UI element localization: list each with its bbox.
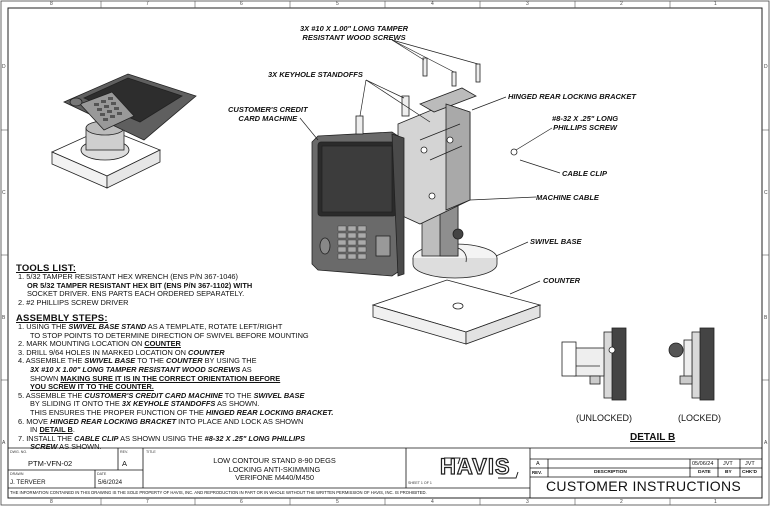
step-1-cont: TO STOP POINTS TO DETERMINE DIRECTION OF… <box>30 330 309 340</box>
zone-row: C <box>2 190 6 196</box>
dwg-no-label: DWG. NO. <box>10 450 28 454</box>
detail-unlocked-label: (UNLOCKED) <box>576 413 633 423</box>
step-4-cont3: YOU SCREW IT TO THE COUNTER. <box>30 382 154 392</box>
detail-b-locked <box>668 327 715 401</box>
step-4: 4. ASSEMBLE THE SWIVEL BASE TO THE COUNT… <box>18 356 257 366</box>
callout-card-machine: CUSTOMER'S CREDIT CARD MACHINE <box>228 105 308 123</box>
callout-phillips-screw: #8-32 X .25" LONG PHILLIPS SCREW <box>552 114 619 132</box>
zone-row: A <box>764 440 768 446</box>
step-6: 6. MOVE HINGED REAR LOCKING BRACKET INTO… <box>18 416 304 426</box>
assembly-heading: ASSEMBLY STEPS: <box>16 313 108 324</box>
tools-list: 1. 5/32 TAMPER RESISTANT HEX WRENCH (ENS… <box>18 272 253 307</box>
drawn-label: DRAWN <box>10 472 24 476</box>
leader-lines <box>299 39 561 295</box>
zone-row: B <box>764 315 768 321</box>
detail-locked-label: (LOCKED) <box>678 413 722 423</box>
rev-value: A <box>122 459 128 468</box>
rev-table-chkd: JVT <box>745 461 755 467</box>
date-label: DATE <box>97 472 107 476</box>
zone-row: D <box>764 64 768 70</box>
zone-col: 6 <box>240 499 243 505</box>
step-5: 5. ASSEMBLE THE CUSTOMER'S CREDIT CARD M… <box>18 390 305 400</box>
step-1: 1. USING THE SWIVEL BASE STAND AS A TEMP… <box>18 322 283 331</box>
exploded-view <box>311 57 542 345</box>
zone-row: C <box>764 190 768 196</box>
step-7-cont: SCREW AS SHOWN. <box>30 442 102 452</box>
tools-line: 2. #2 PHILLIPS SCREW DRIVER <box>18 297 129 307</box>
disclaimer: THE INFORMATION CONTAINED IN THIS DRAWIN… <box>10 490 427 495</box>
callout-machine-cable: MACHINE CABLE <box>536 193 599 202</box>
callout-counter: COUNTER <box>543 276 581 285</box>
step-4-cont: 3X #10 X 1.00" LONG TAMPER RESISTANT WOO… <box>30 364 252 374</box>
zone-col: 7 <box>146 499 149 505</box>
assembly-steps: 1. USING THE SWIVEL BASE STAND AS A TEMP… <box>18 322 334 452</box>
havis-logo-mark <box>444 457 519 479</box>
callout-hinged-bracket: HINGED REAR LOCKING BRACKET <box>508 92 636 101</box>
detail-b-unlocked <box>561 327 627 401</box>
callout-swivel-base: SWIVEL BASE <box>530 237 582 246</box>
zone-col: 7 <box>146 1 149 7</box>
havis-logo: HAVIS <box>439 453 511 479</box>
title-label: TITLE <box>146 450 156 454</box>
customer-instructions: CUSTOMER INSTRUCTIONS <box>546 478 742 494</box>
tools-line: SOCKET DRIVER. ENS PARTS EACH ORDERED SE… <box>27 289 245 299</box>
zone-col: 1 <box>714 499 717 505</box>
step-5-cont2: THIS ENSURES THE PROPER FUNCTION OF THE … <box>30 407 334 417</box>
tools-line: 1. 5/32 TAMPER RESISTANT HEX WRENCH (ENS… <box>18 272 239 281</box>
zone-row: A <box>2 440 6 446</box>
zone-row: D <box>2 64 6 70</box>
dwg-no: PTM-VFN-02 <box>28 459 73 468</box>
zone-col: 8 <box>50 1 53 7</box>
zone-col: 3 <box>526 1 529 7</box>
callout-screws: 3X #10 X 1.00" LONG TAMPER RESISTANT WOO… <box>300 24 409 42</box>
step-2: 2. MARK MOUNTING LOCATION ON COUNTER <box>18 339 181 349</box>
rev-table-letter: A <box>536 461 540 467</box>
rev-table-date: 05/06/24 <box>692 461 714 467</box>
rev-label: REV. <box>120 450 129 454</box>
sheet-number: SHEET 1 OF 1 <box>408 481 432 485</box>
zone-col: 3 <box>526 499 529 505</box>
step-5-cont: BY SLIDING IT ONTO THE 3X KEYHOLE STANDO… <box>30 399 260 409</box>
date-col-header: DATE <box>698 470 711 475</box>
zone-col: 2 <box>620 499 623 505</box>
description-col-header: DESCRIPTION <box>594 470 627 475</box>
by-col-header: BY <box>725 470 732 475</box>
callout-keyhole-standoffs: 3X KEYHOLE STANDOFFS <box>268 70 363 79</box>
callout-cable-clip: CABLE CLIP <box>562 169 607 178</box>
title-block-lines <box>8 447 762 498</box>
rev-table-by: JVT <box>723 461 733 467</box>
drawn-date: 5/6/2024 <box>98 479 123 486</box>
zone-col: 4 <box>431 1 434 7</box>
zone-col: 2 <box>620 1 623 7</box>
zone-col: 8 <box>50 499 53 505</box>
isometric-view <box>51 73 197 189</box>
zone-col: 6 <box>240 1 243 7</box>
zone-col: 4 <box>431 499 434 505</box>
zone-col: 1 <box>714 1 717 7</box>
step-7: 7. INSTALL THE CABLE CLIP AS SHOWN USING… <box>18 433 306 443</box>
chkd-col-header: CHK'D <box>742 470 757 475</box>
zone-col: 5 <box>336 1 339 7</box>
zone-col: 5 <box>336 499 339 505</box>
detail-b-title: DETAIL B <box>630 432 676 443</box>
zone-row: B <box>2 315 6 321</box>
rev-col-header: REV. <box>532 470 542 475</box>
drawing-title: LOW CONTOUR STAND 8-90 DEGS LOCKING ANTI… <box>213 456 336 483</box>
tools-line: OR 5/32 TAMPER RESISTANT HEX BIT (ENS P/… <box>27 280 253 290</box>
tools-heading: TOOLS LIST: <box>16 263 77 274</box>
step-4-cont2: SHOWN MAKING SURE IT IS IN THE CORRECT O… <box>30 373 281 383</box>
step-6-cont: IN DETAIL B. <box>30 425 75 435</box>
step-3: 3. DRILL 9/64 HOLES IN MARKED LOCATION O… <box>18 347 225 357</box>
drawn-by: J. TERVEER <box>10 479 46 486</box>
